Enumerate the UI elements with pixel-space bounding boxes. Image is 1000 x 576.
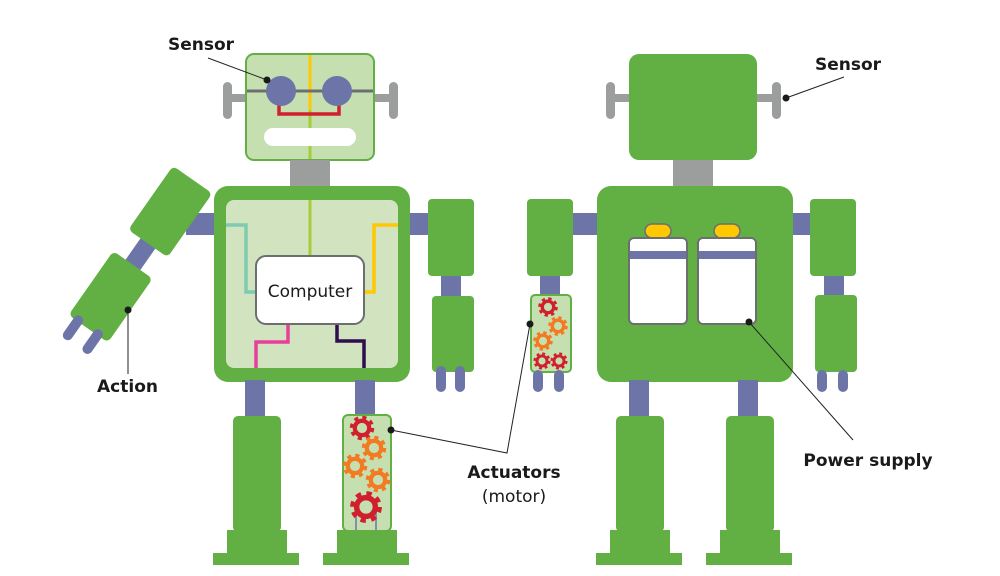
upper-arm [130, 167, 211, 256]
right-eye-sensor [322, 76, 352, 106]
back-robot [527, 54, 857, 565]
battery-body [697, 237, 757, 325]
pointer-dot [745, 318, 753, 326]
gear-icon [550, 352, 568, 370]
pointer-line [748, 321, 854, 441]
finger [62, 315, 84, 341]
gear-icon [533, 352, 551, 370]
forearm [70, 253, 151, 341]
elbow-joint [124, 236, 157, 272]
computer-label: Computer [268, 282, 353, 302]
annotations: Sensor Action Actuators (motor) Sensor P… [97, 35, 933, 507]
pointer-line [390, 323, 531, 454]
action-label: Action [97, 377, 158, 397]
computer-box [255, 255, 365, 325]
pointer-dot [263, 76, 271, 84]
right-ear-cap [389, 82, 398, 119]
sensor-label-back: Sensor [815, 55, 882, 75]
gear-icon [342, 453, 368, 479]
wire [277, 103, 341, 116]
left-hip [245, 380, 265, 418]
right-elbow [824, 272, 844, 298]
battery-body [628, 237, 688, 325]
neck [673, 160, 713, 187]
battery [697, 223, 757, 325]
actuators-label: Actuators [467, 463, 560, 483]
gear-icon [349, 415, 375, 441]
head [629, 54, 757, 160]
finger [533, 370, 543, 392]
right-foot-base [323, 553, 409, 565]
torso [597, 186, 793, 382]
right-upper-arm [428, 199, 474, 276]
gear-icon [350, 491, 382, 523]
battery-cap [713, 223, 741, 239]
gear-icon [538, 297, 558, 317]
battery-stripe [630, 251, 686, 259]
left-arm [62, 167, 211, 354]
mouth [264, 128, 356, 146]
finger [838, 370, 848, 392]
left-leg [616, 416, 664, 532]
wire [362, 223, 398, 294]
left-foot-base [596, 553, 682, 565]
gears [342, 297, 568, 523]
finger [455, 366, 465, 392]
front-robot: Computer [62, 53, 474, 565]
left-upper-arm [527, 199, 573, 276]
left-foot [610, 530, 670, 554]
right-ear-cap [772, 82, 781, 119]
right-foot [720, 530, 780, 554]
right-shoulder [790, 213, 812, 235]
pointer-dot [124, 306, 132, 314]
left-shoulder [570, 213, 600, 235]
left-foot-base [213, 553, 299, 565]
left-eye-sensor [266, 76, 296, 106]
finger [436, 366, 446, 392]
right-forearm [432, 296, 474, 372]
battery-cap [644, 223, 672, 239]
left-ear-bolt [609, 94, 631, 102]
wire [254, 324, 290, 368]
right-foot-base [706, 553, 792, 565]
left-hip [629, 380, 649, 418]
pointer-line [207, 57, 268, 81]
gear-icon [533, 331, 553, 351]
right-hip [738, 380, 758, 418]
left-ear-cap [606, 82, 615, 119]
right-elbow [441, 272, 461, 298]
sensor-label-front: Sensor [168, 35, 235, 55]
finger [82, 329, 103, 354]
pointer-dot [387, 426, 395, 434]
actuators-sublabel: (motor) [482, 487, 546, 507]
right-leg [726, 416, 774, 532]
battery [628, 223, 688, 325]
gear-icon [365, 467, 391, 493]
right-hip [355, 380, 375, 418]
finger [554, 370, 564, 392]
right-shoulder [408, 213, 430, 235]
right-foot [337, 530, 397, 554]
neck [290, 160, 330, 187]
wire [226, 223, 258, 294]
right-ear-bolt [755, 94, 777, 102]
left-foot [227, 530, 287, 554]
left-elbow [540, 272, 560, 298]
left-ear-cap [223, 82, 232, 119]
left-leg [233, 416, 281, 532]
right-forearm [815, 295, 857, 372]
power-supply-label: Power supply [803, 451, 932, 471]
pointer-dot [526, 320, 534, 328]
gear-icon [548, 316, 568, 336]
battery-stripe [699, 251, 755, 259]
pointer-line [785, 76, 845, 99]
wire [335, 324, 366, 368]
right-ear-bolt [372, 94, 394, 102]
right-upper-arm [810, 199, 856, 276]
gear-icon [361, 435, 387, 461]
left-ear-bolt [226, 94, 248, 102]
pointer-dot [782, 94, 790, 102]
finger [817, 370, 827, 392]
